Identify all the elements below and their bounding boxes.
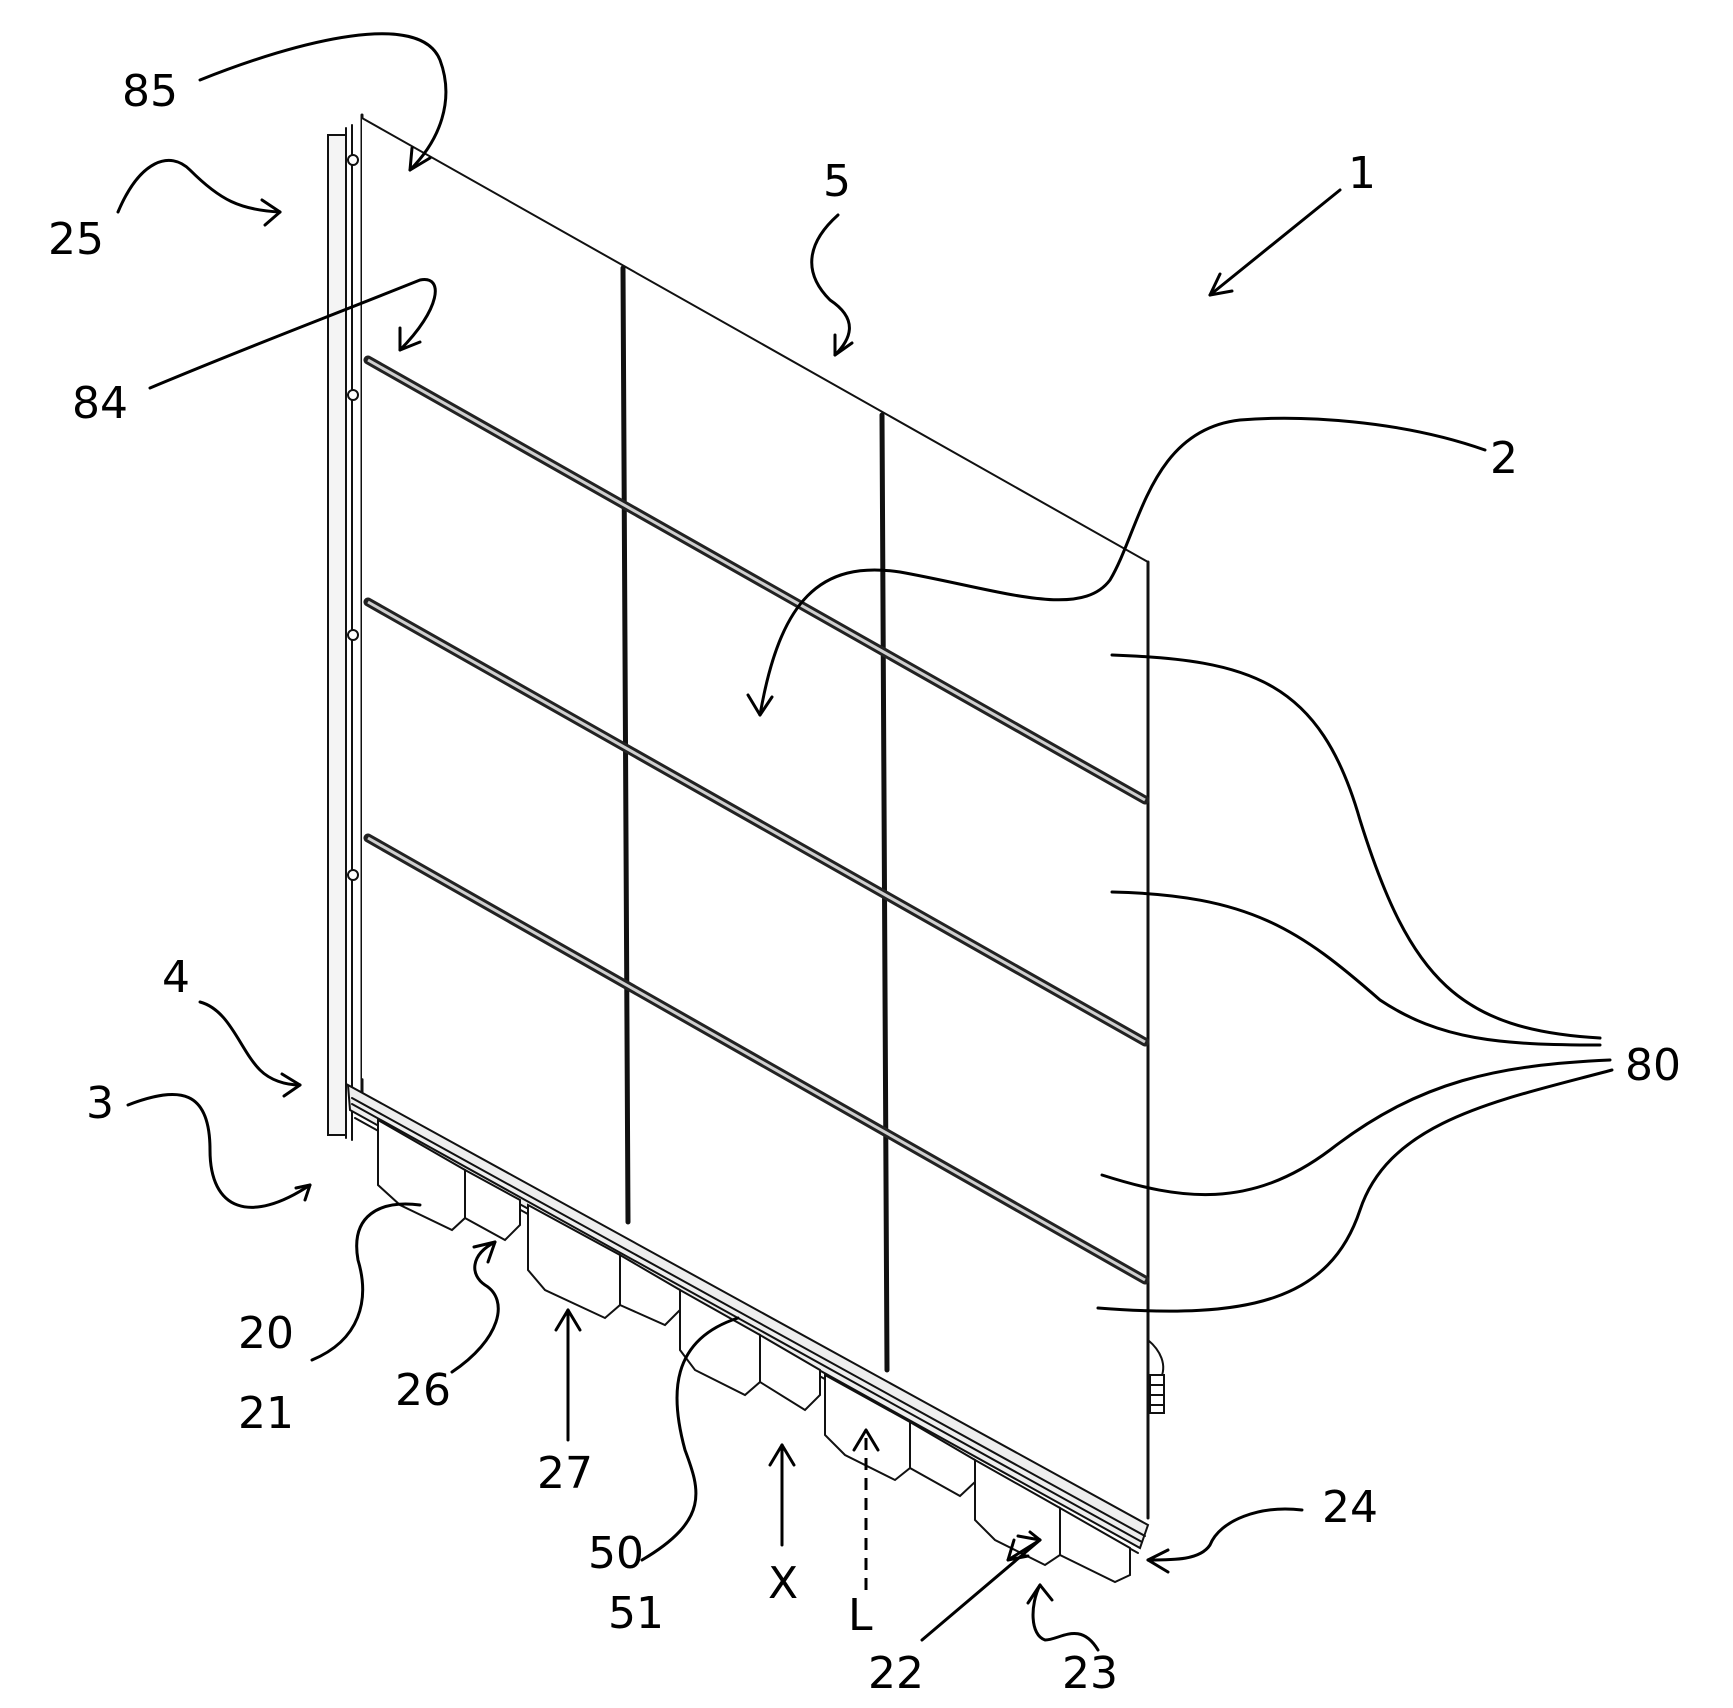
label-26: 26: [395, 1365, 451, 1416]
label-85: 85: [122, 66, 178, 117]
label-51: 51: [608, 1588, 664, 1639]
label-3: 3: [86, 1078, 114, 1129]
label-24: 24: [1322, 1482, 1378, 1533]
label-25: 25: [48, 214, 104, 265]
label-22: 22: [868, 1648, 924, 1699]
label-l: L: [848, 1590, 873, 1641]
label-20: 20: [238, 1308, 294, 1359]
label-4: 4: [162, 952, 190, 1003]
label-1: 1: [1348, 148, 1376, 199]
left-rail: [328, 115, 362, 1140]
label-50: 50: [588, 1528, 644, 1579]
label-5: 5: [823, 156, 851, 207]
connector-plug: [1148, 1340, 1164, 1413]
label-x: X: [768, 1558, 798, 1609]
label-21: 21: [238, 1388, 294, 1439]
label-27: 27: [537, 1448, 593, 1499]
label-2: 2: [1490, 433, 1518, 484]
label-84: 84: [72, 378, 128, 429]
label-80: 80: [1625, 1040, 1681, 1091]
label-23: 23: [1062, 1648, 1118, 1699]
